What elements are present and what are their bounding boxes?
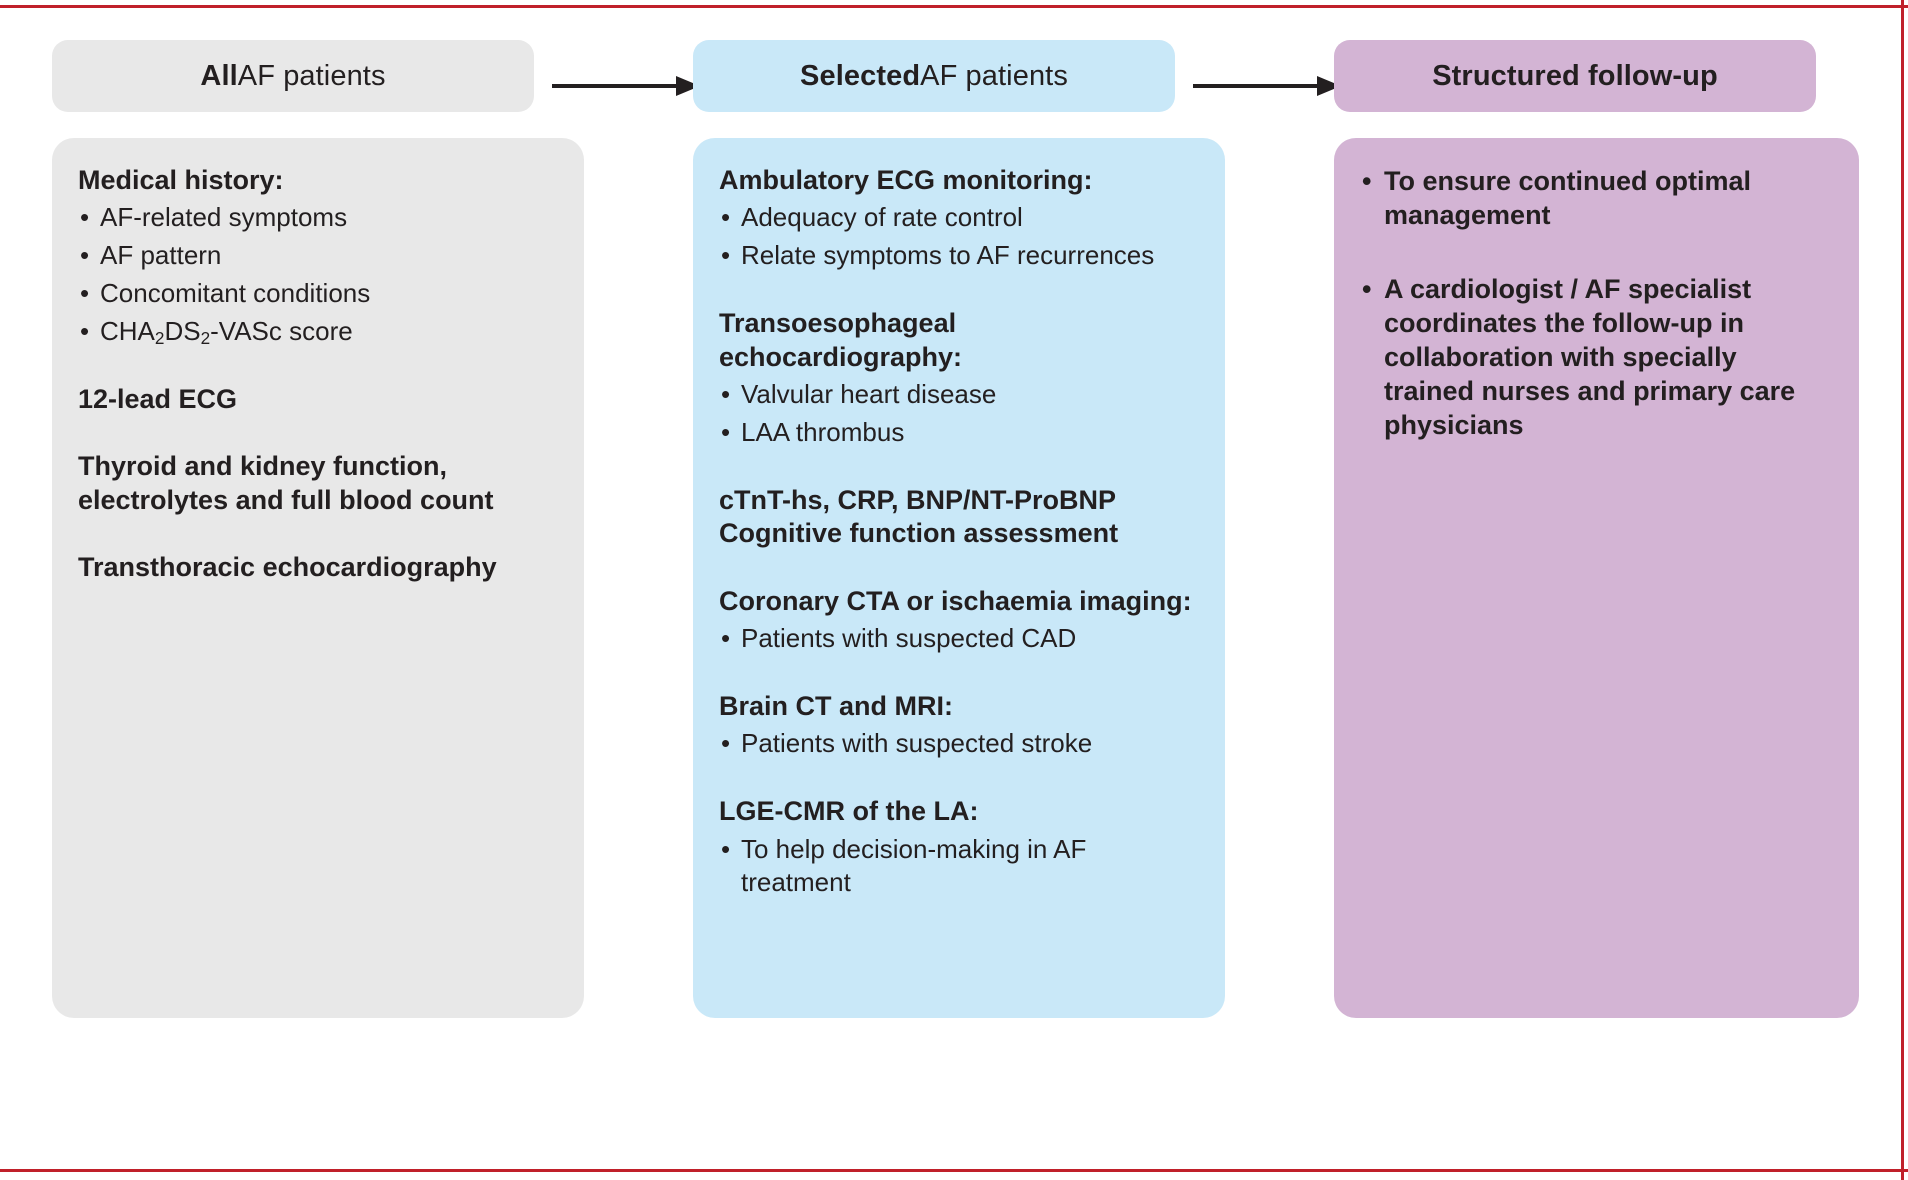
header-normal-part: AF patients <box>237 59 386 92</box>
header-all-af-patients: All AF patients <box>52 40 534 112</box>
block-heading: Coronary CTA or ischaemia imaging: <box>719 585 1192 616</box>
block-heading: LGE-CMR of the LA: <box>719 796 979 827</box>
block-ambulatory-ecg: Ambulatory ECG monitoring: Adequacy of r… <box>719 164 1199 273</box>
block-transthoracic-echo: Transthoracic echocardiography <box>78 551 558 584</box>
arrow-shaft <box>552 84 678 88</box>
block-heading: Thyroid and kidney function, electrolyte… <box>78 451 494 515</box>
top-red-rule <box>0 5 1908 8</box>
list-item: A cardiologist / AF specialist coordinat… <box>1360 272 1833 442</box>
block-heading: 12-lead ECG <box>78 383 238 414</box>
column-all-af-patients: All AF patients Medical history: AF-rela… <box>52 40 584 1018</box>
block-heading: Brain CT and MRI: <box>719 690 953 721</box>
block-heading: Ambulatory ECG monitoring: <box>719 165 1093 195</box>
block-brain-ct-mri: Brain CT and MRI: Patients with suspecte… <box>719 690 1199 761</box>
header-bold-part: Structured follow-up <box>1432 59 1718 92</box>
list-item: Valvular heart disease <box>719 378 1199 412</box>
list-item: To help decision-making in AF treatment <box>719 833 1199 901</box>
list-item: AF-related symptoms <box>78 201 558 235</box>
header-bold-part: Selected <box>800 59 921 92</box>
list-item: Concomitant conditions <box>78 277 558 311</box>
bottom-red-rule <box>0 1169 1908 1172</box>
list-item-chads-vasc: CHA2DS2-VASc score <box>78 315 558 349</box>
list-item: Patients with suspected CAD <box>719 622 1199 656</box>
block-heading: Transoesophageal echocardiography: <box>719 308 963 372</box>
right-red-rule <box>1901 0 1904 1180</box>
block-coronary-cta: Coronary CTA or ischaemia imaging: Patie… <box>719 585 1199 656</box>
header-structured-follow-up: Structured follow-up <box>1334 40 1816 112</box>
list-item: Patients with suspected stroke <box>719 727 1199 761</box>
list-item: Relate symptoms to AF recurrences <box>719 239 1199 273</box>
block-medical-history: Medical history: AF-related symptoms AF … <box>78 164 558 349</box>
block-heading: Medical history: <box>78 165 284 195</box>
list-item: AF pattern <box>78 239 558 273</box>
arrow-shaft <box>1193 84 1319 88</box>
header-bold-part: All <box>200 59 238 92</box>
panel-all-af-patients: Medical history: AF-related symptoms AF … <box>52 138 584 1018</box>
panel-structured-follow-up: To ensure continued optimal management A… <box>1334 138 1859 1018</box>
header-normal-part: AF patients <box>920 59 1068 92</box>
column-selected-af-patients: Selected AF patients Ambulatory ECG moni… <box>693 40 1225 1018</box>
list-item: To ensure continued optimal management <box>1360 164 1833 232</box>
block-heading: Transthoracic echocardiography <box>78 552 497 583</box>
panel-selected-af-patients: Ambulatory ECG monitoring: Adequacy of r… <box>693 138 1225 1018</box>
list-item: Adequacy of rate control <box>719 201 1199 235</box>
header-selected-af-patients: Selected AF patients <box>693 40 1175 112</box>
block-lge-cmr: LGE-CMR of the LA: To help decision-maki… <box>719 795 1199 900</box>
block-labs: Thyroid and kidney function, electrolyte… <box>78 450 558 517</box>
column-structured-follow-up: Structured follow-up To ensure continued… <box>1334 40 1859 1018</box>
block-12-lead-ecg: 12-lead ECG <box>78 383 558 416</box>
block-transoesophageal-echo: Transoesophageal echocardiography: Valvu… <box>719 307 1199 450</box>
list-item: LAA thrombus <box>719 416 1199 450</box>
block-biomarkers: cTnT-hs, CRP, BNP/NT-ProBNP Cognitive fu… <box>719 484 1199 551</box>
block-heading: cTnT-hs, CRP, BNP/NT-ProBNP Cognitive fu… <box>719 484 1119 549</box>
